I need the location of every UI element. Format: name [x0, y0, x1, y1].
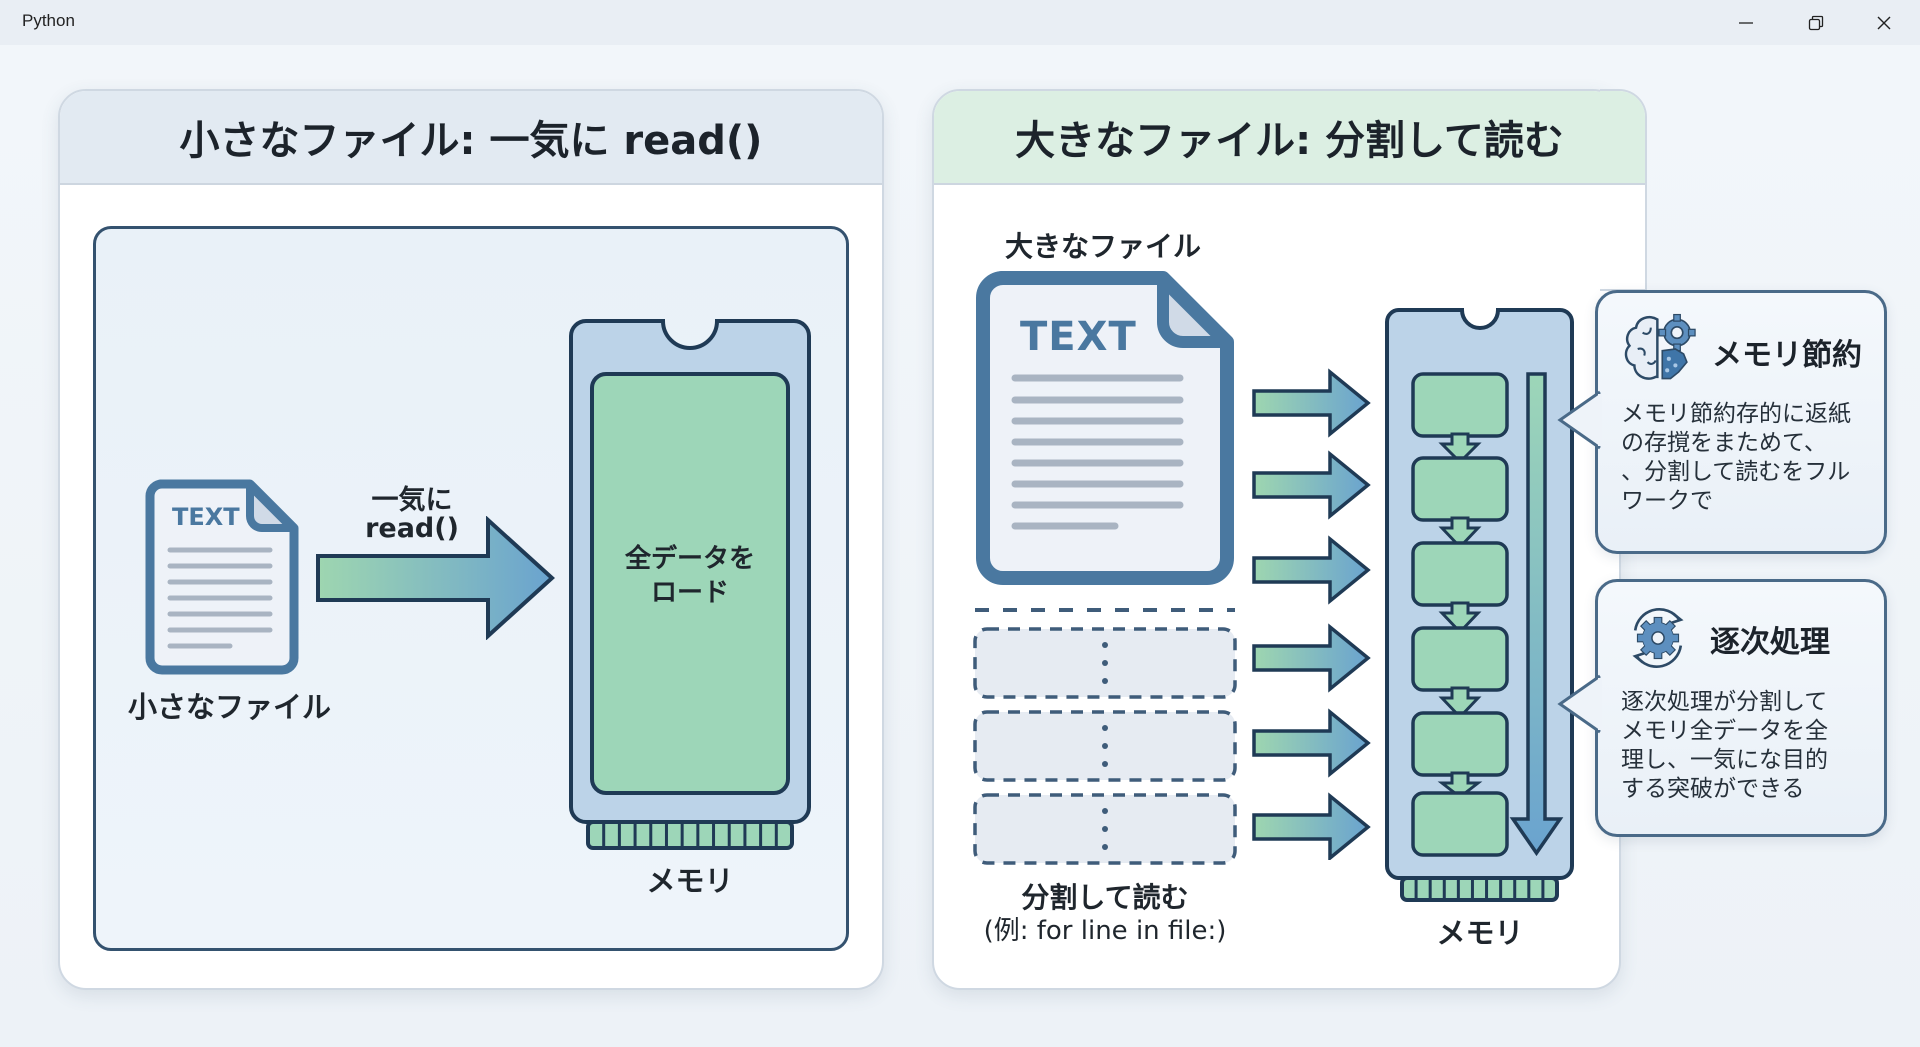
- info-box-pointer: [1557, 390, 1602, 450]
- chunk-ellipsis-dot: [1102, 761, 1108, 767]
- small-file-panel-title: 小さなファイル: 一気に read(): [179, 118, 763, 164]
- small-file-panel-header: 小さなファイル: 一気に read(): [60, 91, 882, 185]
- info-box-pointer: [1557, 674, 1602, 734]
- memory-label-large: メモリ: [1436, 916, 1524, 950]
- chunk-ellipsis-dot: [1102, 808, 1108, 814]
- memory-chunk-block: [1411, 711, 1509, 777]
- chunk-ellipsis-dot: [1102, 844, 1108, 850]
- sequential-flow-arrow: [1509, 372, 1564, 857]
- chunk-flow-arrow: [1438, 516, 1482, 550]
- chunk-example-code: (例: for line in file:): [983, 916, 1227, 946]
- small-file-label: 小さなファイル: [128, 690, 332, 724]
- small-file-icon-text: TEXT: [172, 503, 240, 531]
- chunk-read-arrow: [1252, 368, 1371, 438]
- large-text-file-icon: [976, 271, 1234, 585]
- cycle-gear-icon: [1632, 607, 1684, 669]
- chunk-read-arrow: [1252, 708, 1371, 778]
- info-body-line: ワークで: [1621, 488, 1713, 514]
- chunk-read-arrow: [1252, 792, 1371, 860]
- chunk-flow-arrow: [1438, 686, 1482, 720]
- chunk-read-arrow: [1252, 623, 1371, 693]
- info-body-line: 理し、一気にな目的: [1621, 747, 1828, 773]
- info-box-sequential-processing: [1595, 579, 1887, 837]
- chunk-flow-arrow: [1438, 601, 1482, 635]
- chunk-ellipsis-dot: [1102, 725, 1108, 731]
- close-button[interactable]: [1854, 0, 1914, 45]
- chunk-ellipsis-dot: [1102, 642, 1108, 648]
- info-box-memory-saving-body: メモリ節約存的に返紙 の存撹をまためて、 、分割して読むをフル ワークで: [1621, 400, 1851, 516]
- chunk-ellipsis-dot: [1102, 826, 1108, 832]
- memory-module-small: [569, 319, 811, 850]
- arrow-label-line1: 一気に: [371, 485, 453, 516]
- chunk-ellipsis-dot: [1102, 743, 1108, 749]
- memory-content-line1: 全データを: [624, 544, 755, 574]
- info-body-line: 逐次処理が分割して: [1621, 689, 1828, 715]
- chunk-read-arrow: [1252, 535, 1371, 605]
- info-body-line: メモリ節約存的に返紙: [1621, 401, 1851, 427]
- minimize-icon: [1739, 21, 1753, 24]
- memory-pins: [586, 820, 794, 850]
- memory-chunk-block: [1411, 456, 1509, 522]
- read-all-arrow: [316, 516, 555, 640]
- info-box-memory-saving-title: メモリ節約: [1712, 338, 1862, 373]
- memory-pins: [1400, 876, 1559, 902]
- arrow-label-line2: read(): [365, 513, 459, 544]
- info-box-sequential-processing-title: 逐次処理: [1710, 625, 1830, 660]
- chunk-ellipsis-dot: [1102, 660, 1108, 666]
- chunk-ellipsis-dot: [1102, 678, 1108, 684]
- chunk-read-arrow: [1252, 450, 1371, 520]
- memory-chunk-block: [1411, 626, 1509, 692]
- restore-button[interactable]: [1786, 0, 1846, 45]
- restore-icon: [1808, 15, 1824, 30]
- memory-content-line2: ロード: [650, 578, 729, 608]
- brain-gear-icon: [1624, 313, 1696, 380]
- chunk-flow-arrow: [1438, 432, 1482, 465]
- memory-chunk-block: [1411, 372, 1509, 438]
- large-file-panel-header: [934, 91, 1619, 185]
- window-title: Python: [22, 11, 75, 30]
- minimize-button[interactable]: [1716, 0, 1776, 45]
- chunk-label: 分割して読む: [1021, 881, 1189, 914]
- info-body-line: メモリ全データを全: [1621, 718, 1828, 744]
- large-file-panel-header-edge: [1600, 89, 1647, 291]
- chunk-arrows: [1252, 368, 1371, 860]
- chunk-flow-arrow: [1437, 771, 1483, 799]
- close-icon: [1877, 16, 1891, 29]
- info-body-line: 、分割して読むをフル: [1621, 459, 1851, 485]
- large-file-label: 大きなファイル: [1005, 230, 1202, 263]
- info-body-line: の存撹をまためて、: [1621, 430, 1827, 456]
- small-text-file-icon: [145, 479, 299, 675]
- info-body-line: する突破ができる: [1621, 776, 1805, 802]
- memory-chunk-block: [1411, 541, 1509, 607]
- large-file-panel-title: 大きなファイル: 分割して読む: [1015, 118, 1564, 164]
- title-bar: Python: [0, 0, 1920, 45]
- memory-module-large: [1385, 308, 1574, 902]
- memory-label-small: メモリ: [646, 864, 734, 898]
- file-chunks: [973, 608, 1237, 865]
- info-box-sequential-processing-body: 逐次処理が分割して メモリ全データを全 理し、一気にな目的 する突破ができる: [1621, 688, 1828, 804]
- large-file-icon-text: TEXT: [1020, 314, 1137, 360]
- memory-chunk-block: [1411, 791, 1509, 857]
